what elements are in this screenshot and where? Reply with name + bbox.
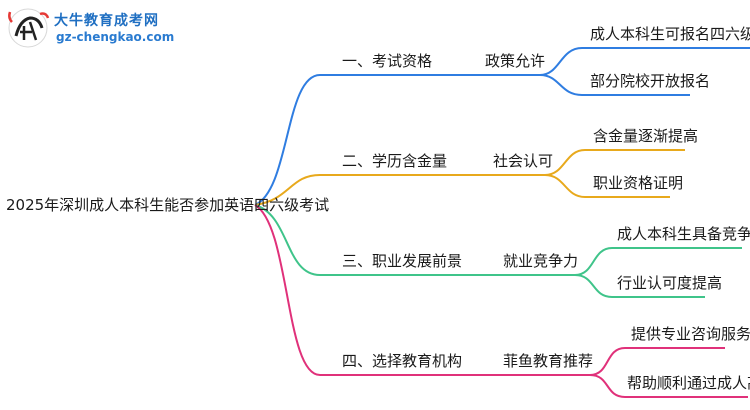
branch-leaf-1-2: 部分院校开放报名 (590, 72, 711, 90)
branch-links-1 (254, 47, 750, 206)
branch-leaf-2-2: 职业资格证明 (593, 174, 684, 192)
branch-label-4: 四、选择教育机构 (342, 352, 463, 370)
branch-leaf-3-2: 行业认可度提高 (617, 274, 723, 292)
branch-mid-4: 菲鱼教育推荐 (503, 352, 594, 370)
bull-logo-icon (8, 8, 50, 48)
logo-url: gz-chengkao.com (56, 30, 175, 44)
branch-mid-1: 政策允许 (485, 52, 546, 70)
branch-leaf-4-2: 帮助顺利通过成人高考 (627, 374, 750, 392)
branch-mid-3: 就业竞争力 (503, 252, 579, 270)
branch-label-2: 二、学历含金量 (342, 152, 448, 170)
branch-mid-2: 社会认可 (493, 152, 554, 170)
branch-leaf-4-1: 提供专业咨询服务 (631, 325, 750, 343)
branch-label-1: 一、考试资格 (342, 52, 433, 70)
branch-leaf-2-1: 含金量逐渐提高 (593, 127, 699, 145)
branch-links-4 (254, 204, 748, 398)
branch-leaf-1-1: 成人本科生可报名四六级考试 (590, 25, 750, 43)
branch-label-3: 三、职业发展前景 (342, 252, 463, 270)
logo-name: 大牛教育成考网 (54, 13, 159, 29)
root-topic: 2025年深圳成人本科生能否参加英语四六级考试 (6, 196, 330, 214)
branch-links-2 (254, 149, 685, 206)
site-logo[interactable]: 大牛教育成考网 gz-chengkao.com (6, 6, 206, 50)
branch-links-3 (254, 204, 742, 298)
branch-leaf-3-1: 成人本科生具备竞争力 (617, 225, 750, 243)
